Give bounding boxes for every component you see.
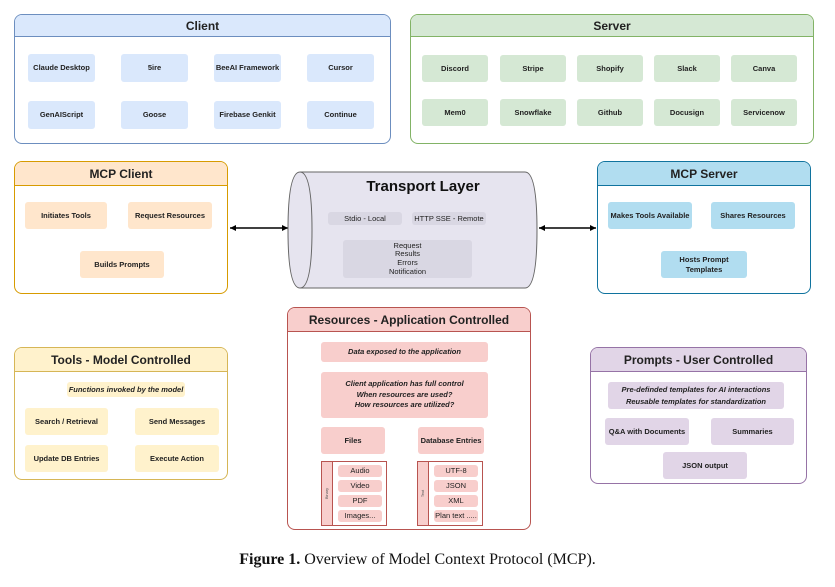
http-sse-chip: HTTP SSE - Remote xyxy=(412,212,486,225)
file-item: PDF xyxy=(338,495,382,507)
mcp-client-item: Initiates Tools xyxy=(25,202,107,229)
server-item: Mem0 xyxy=(422,99,488,126)
mcp-client-panel: MCP Client Initiates Tools Request Resou… xyxy=(14,161,228,294)
files-side-label: Binary xyxy=(324,487,330,500)
resources-panel: Resources - Application Controlled Data … xyxy=(287,307,531,530)
client-title: Client xyxy=(15,15,390,37)
server-item: Slack xyxy=(654,55,720,82)
prompts-panel: Prompts - User Controlled Pre-definded t… xyxy=(590,347,807,484)
server-item: Docusign xyxy=(654,99,720,126)
tools-item: Search / Retrieval xyxy=(25,408,108,435)
client-item: Goose xyxy=(121,101,188,129)
msg-results: Results xyxy=(394,249,420,259)
msg-request: Request xyxy=(393,240,422,250)
mcp-server-item: Hosts Prompt Templates xyxy=(661,251,747,278)
resources-note: Data exposed to the application xyxy=(321,342,488,362)
db-side-label: Text xyxy=(420,489,426,498)
tools-title: Tools - Model Controlled xyxy=(15,348,227,372)
server-item: Discord xyxy=(422,55,488,82)
template-line: Reusable templates for standardization xyxy=(625,396,767,406)
control-line: When resources are used? xyxy=(356,389,453,399)
mcp-client-title: MCP Client xyxy=(15,162,227,186)
server-item: Servicenow xyxy=(731,99,797,126)
transport-title: Transport Layer xyxy=(366,178,480,195)
client-item: 5ire xyxy=(121,54,188,82)
server-item: Shopify xyxy=(577,55,643,82)
msg-notification: Notification xyxy=(388,266,427,276)
caption-text: Overview of Model Context Protocol (MCP)… xyxy=(304,551,596,568)
client-panel: Client Claude Desktop 5ire BeeAI Framewo… xyxy=(14,14,391,144)
prompts-item: Summaries xyxy=(711,418,794,445)
mcp-client-item: Request Resources xyxy=(128,202,212,229)
control-line: How resources are utilized? xyxy=(354,400,455,410)
server-item: Stripe xyxy=(500,55,566,82)
transport-layer: Transport Layer Stdio - Local HTTP SSE -… xyxy=(312,172,534,288)
prompts-title: Prompts - User Controlled xyxy=(591,348,806,372)
mcp-server-item: Shares Resources xyxy=(711,202,795,229)
server-item: Snowflake xyxy=(500,99,566,126)
tools-subtitle: Functions invoked by the model xyxy=(67,382,185,397)
control-line: Client application has full control xyxy=(345,378,464,388)
client-item: Claude Desktop xyxy=(28,54,95,82)
server-panel: Server Discord Stripe Shopify Slack Canv… xyxy=(410,14,814,144)
tools-item: Execute Action xyxy=(135,445,219,472)
resources-title: Resources - Application Controlled xyxy=(288,308,530,332)
msg-errors: Errors xyxy=(397,258,418,267)
file-item: Images... xyxy=(338,510,382,522)
file-item: Video xyxy=(338,480,382,492)
tools-item: Send Messages xyxy=(135,408,219,435)
resources-control: Client application has full control When… xyxy=(321,372,488,418)
db-item: JSON xyxy=(434,480,478,492)
figure-caption: Figure 1. Overview of Model Context Prot… xyxy=(0,551,835,569)
server-item: Github xyxy=(577,99,643,126)
client-item: Continue xyxy=(307,101,374,129)
server-item: Canva xyxy=(731,55,797,82)
client-item: GenAIScript xyxy=(28,101,95,129)
server-title: Server xyxy=(411,15,813,37)
stdio-chip: Stdio - Local xyxy=(328,212,402,225)
db-item: UTF-8 xyxy=(434,465,478,477)
client-item: BeeAI Framework xyxy=(214,54,281,82)
file-item: Audio xyxy=(338,465,382,477)
client-item: Cursor xyxy=(307,54,374,82)
files-list: Binary Audio Video PDF Images... xyxy=(321,461,387,526)
template-line: Pre-definded templates for AI interactio… xyxy=(621,384,771,394)
mcp-server-title: MCP Server xyxy=(598,162,810,186)
db-entries-list: Text UTF-8 JSON XML Plan text ..... xyxy=(417,461,483,526)
tools-panel: Tools - Model Controlled Functions invok… xyxy=(14,347,228,480)
db-entries-label: Database Entries xyxy=(418,427,484,454)
message-types: Request Results Errors Notification xyxy=(343,240,472,278)
db-item: XML xyxy=(434,495,478,507)
prompts-item: Q&A with Documents xyxy=(605,418,689,445)
files-label: Files xyxy=(321,427,385,454)
client-item: Firebase Genkit xyxy=(214,101,281,129)
prompts-item: JSON output xyxy=(663,452,747,479)
mcp-server-item: Makes Tools Available xyxy=(608,202,692,229)
tools-item: Update DB Entries xyxy=(25,445,108,472)
db-item: Plan text ..... xyxy=(434,510,478,522)
mcp-client-item: Builds Prompts xyxy=(80,251,164,278)
mcp-server-panel: MCP Server Makes Tools Available Shares … xyxy=(597,161,811,294)
caption-label: Figure 1. xyxy=(239,551,301,568)
prompts-templates: Pre-definded templates for AI interactio… xyxy=(608,382,784,409)
